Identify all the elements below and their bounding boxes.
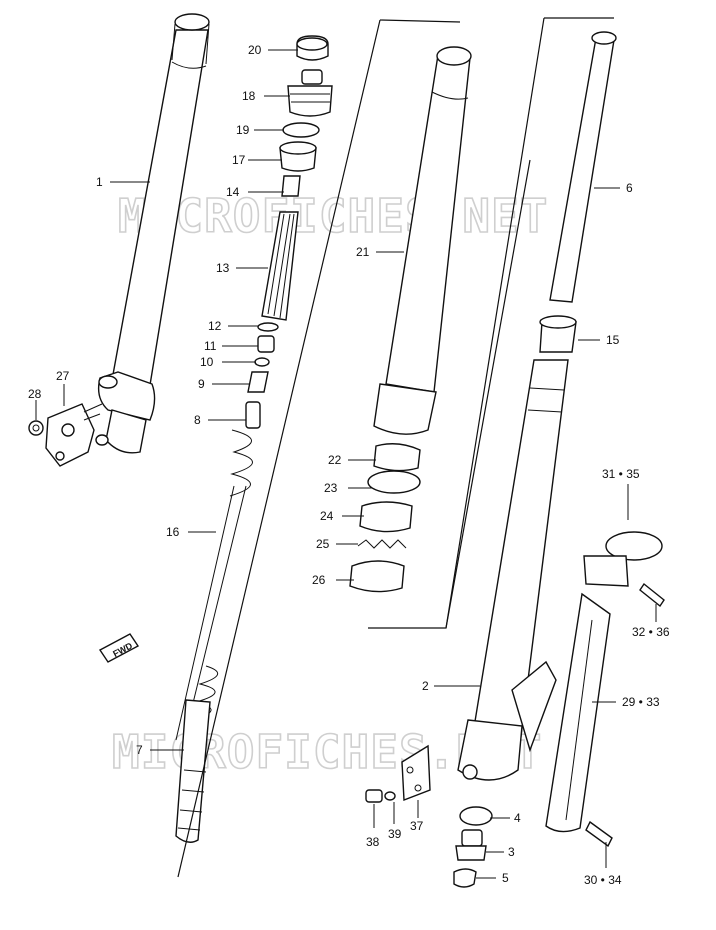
adjuster-18 xyxy=(287,69,333,117)
callout-21: 21 xyxy=(356,245,370,259)
callout-20: 20 xyxy=(248,43,262,57)
callout-37: 37 xyxy=(410,819,424,833)
fwd-arrow-badge: FWD xyxy=(98,633,140,663)
callout-28: 28 xyxy=(28,387,42,401)
callout-18: 18 xyxy=(242,89,256,103)
caliper-bracket-27 xyxy=(45,403,103,467)
callout-5: 5 xyxy=(502,871,509,885)
bolt-38 xyxy=(365,789,383,803)
callout-2: 2 xyxy=(422,679,429,693)
callout-3: 3 xyxy=(508,845,515,859)
washer-17 xyxy=(279,141,317,172)
callout-9: 9 xyxy=(198,377,205,391)
callout-10: 10 xyxy=(200,355,214,369)
callout-26: 26 xyxy=(312,573,326,587)
callout-16: 16 xyxy=(166,525,180,539)
spring-16 xyxy=(175,429,253,741)
bolt-28 xyxy=(28,420,44,436)
rod-end-8 xyxy=(245,401,261,429)
bushing-9 xyxy=(247,371,269,393)
callout-17: 17 xyxy=(232,153,246,167)
bolt-32 xyxy=(639,582,665,608)
seal-4 xyxy=(459,806,493,826)
callout-29-33: 29 • 33 xyxy=(622,695,660,709)
callout-4: 4 xyxy=(514,811,521,825)
callout-15: 15 xyxy=(606,333,620,347)
washer-39 xyxy=(384,791,396,801)
cap-5 xyxy=(453,868,477,888)
watermark-top: MICROFICHES.NET xyxy=(118,189,548,243)
bolt-3 xyxy=(455,829,487,861)
axle-holder-37 xyxy=(401,744,431,801)
spring-guide-13 xyxy=(261,211,299,321)
o-ring-19 xyxy=(282,122,320,138)
callout-8: 8 xyxy=(194,413,201,427)
callout-32-36: 32 • 36 xyxy=(632,625,670,639)
washer-12 xyxy=(257,322,279,332)
tube-6 xyxy=(549,31,617,303)
callout-19: 19 xyxy=(236,123,250,137)
callout-1: 1 xyxy=(96,175,103,189)
callout-24: 24 xyxy=(320,509,334,523)
bolt-30 xyxy=(585,820,613,848)
clamp-31 xyxy=(583,531,663,587)
callout-13: 13 xyxy=(216,261,230,275)
frame-right xyxy=(445,17,614,629)
callout-7: 7 xyxy=(136,743,143,757)
callout-27: 27 xyxy=(56,369,70,383)
fork-guard-29 xyxy=(545,592,611,833)
outer-tube-2 xyxy=(457,359,569,781)
callout-23: 23 xyxy=(324,481,338,495)
ring-10 xyxy=(254,357,270,367)
callout-38: 38 xyxy=(366,835,380,849)
callout-11: 11 xyxy=(204,339,217,353)
callout-14: 14 xyxy=(226,185,240,199)
callout-22: 22 xyxy=(328,453,342,467)
callout-31-35: 31 • 35 xyxy=(602,467,640,481)
nut-14 xyxy=(281,175,301,197)
inner-tube-21 xyxy=(373,46,472,435)
bushing-15 xyxy=(539,315,577,353)
leader-lines xyxy=(35,49,657,879)
callout-12: 12 xyxy=(208,319,222,333)
callout-30-34: 30 • 34 xyxy=(584,873,622,887)
outer-tube-left xyxy=(95,13,210,454)
callout-6: 6 xyxy=(626,181,633,195)
cap-20 xyxy=(296,35,329,61)
callout-25: 25 xyxy=(316,537,330,551)
callout-39: 39 xyxy=(388,827,402,841)
damper-rod-7 xyxy=(175,699,211,843)
seal-set-22-26 xyxy=(349,443,421,593)
collar-11 xyxy=(257,335,275,353)
